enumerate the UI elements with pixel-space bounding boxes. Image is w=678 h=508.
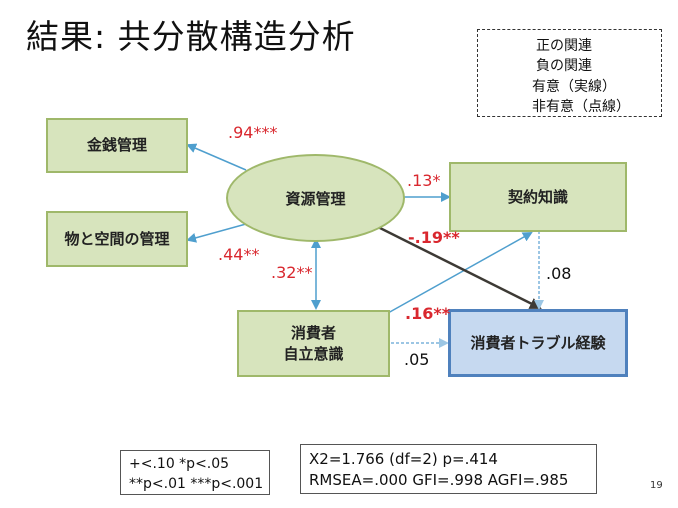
path-consumer-contract	[387, 232, 533, 314]
page-number: 19	[650, 480, 663, 491]
coef-consumer-trouble: .05	[404, 350, 430, 369]
node-resource-management: 資源管理	[226, 154, 405, 242]
significance-line1: +<.10 *p<.05	[129, 456, 230, 472]
coef-resource-contract: .13*	[407, 171, 441, 190]
fit-line2: RMSEA=.000 GFI=.998 AGFI=.985	[309, 471, 569, 489]
significance-line2: **p<.01 ***p<.001	[129, 475, 264, 492]
node-money-management: 金銭管理	[46, 118, 188, 173]
path-resource-space	[186, 223, 247, 243]
slide-title: 結果: 共分散構造分析	[26, 17, 356, 56]
legend: 正の関連 負の関連 有意（実線） 非有意（点線）	[477, 29, 662, 117]
coef-contract-trouble: .08	[546, 264, 572, 283]
legend-significant: 有意（実線）	[532, 79, 616, 95]
node-space-management: 物と空間の管理	[46, 211, 188, 267]
node-consumer-trouble: 消費者トラブル経験	[448, 309, 628, 377]
legend-positive: 正の関連	[536, 38, 592, 54]
legend-nonsignificant: 非有意（点線）	[532, 99, 630, 115]
node-consumer-line1: 消費者	[290, 324, 336, 343]
fit-line1: X2=1.766 (df=2) p=.414	[309, 450, 498, 468]
coef-resource-space: .44**	[218, 245, 260, 264]
fit-statistics-note: X2=1.766 (df=2) p=.414 RMSEA=.000 GFI=.9…	[300, 444, 597, 494]
coef-resource-money: .94***	[228, 123, 278, 142]
coef-resource-consumer: .32**	[271, 263, 313, 282]
path-resource-trouble	[375, 224, 542, 310]
path-resource-money	[186, 143, 247, 171]
significance-note: +<.10 *p<.05 **p<.01 ***p<.001	[120, 450, 270, 495]
coef-resource-trouble: -.19**	[408, 228, 460, 247]
coef-consumer-contract: .16**	[405, 304, 451, 323]
node-consumer-line2: 自立意識	[283, 344, 344, 363]
legend-negative: 負の関連	[536, 58, 592, 74]
node-contract-knowledge: 契約知識	[449, 162, 627, 232]
node-consumer-independence: 消費者 自立意識	[237, 310, 390, 377]
